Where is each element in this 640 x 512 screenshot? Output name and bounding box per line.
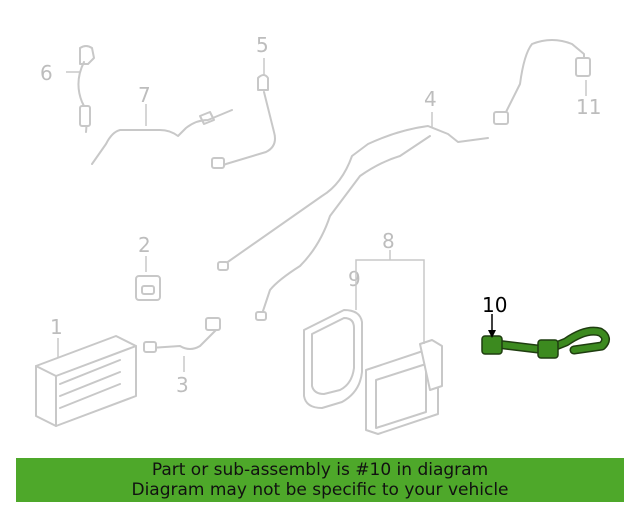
part-1-canister xyxy=(35,335,137,427)
callout-8: 8 xyxy=(382,229,395,253)
part-7-pipe xyxy=(91,104,233,165)
part-6-sensor xyxy=(66,45,95,133)
banner-line-2: Diagram may not be specific to your vehi… xyxy=(131,480,509,500)
part-10-hose-highlighted xyxy=(481,314,610,359)
part-9-gasket xyxy=(303,290,363,409)
part-5-line xyxy=(211,58,276,169)
callout-10: 10 xyxy=(482,293,507,317)
callout-3: 3 xyxy=(176,373,189,397)
callout-7: 7 xyxy=(138,83,151,107)
part-8-module xyxy=(355,250,443,435)
info-banner: Part or sub-assembly is #10 in diagram D… xyxy=(16,458,624,502)
part-11-hose xyxy=(493,39,591,125)
callout-4: 4 xyxy=(424,87,437,111)
part-2-valve xyxy=(135,256,161,301)
callout-1: 1 xyxy=(50,315,63,339)
banner-line-1: Part or sub-assembly is #10 in diagram xyxy=(151,460,489,480)
callout-2: 2 xyxy=(138,233,151,257)
callout-11: 11 xyxy=(576,95,601,119)
callout-9: 9 xyxy=(348,267,361,291)
part-4-fuel-line xyxy=(217,112,489,321)
callout-6: 6 xyxy=(40,61,53,85)
part-3-hose xyxy=(143,317,221,372)
callout-5: 5 xyxy=(256,33,269,57)
